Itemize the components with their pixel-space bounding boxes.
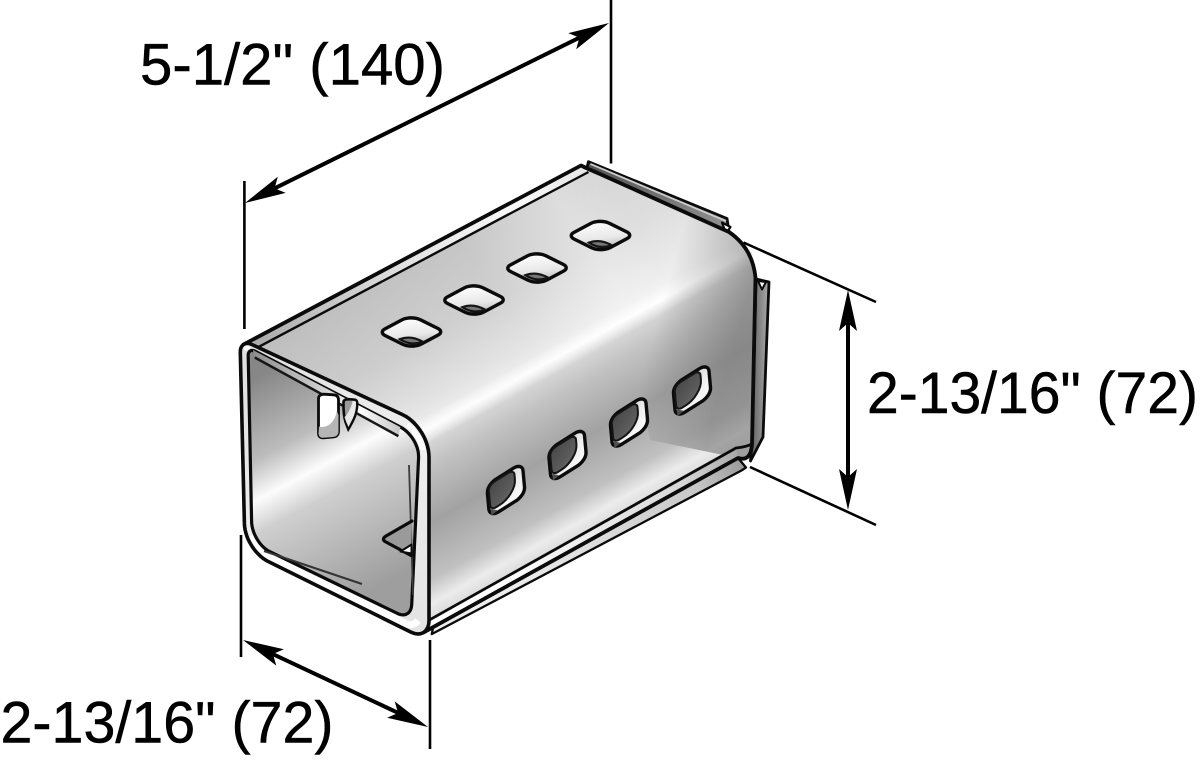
- svg-text:2-13/16" (72): 2-13/16" (72): [1, 691, 334, 756]
- svg-text:2-13/16" (72): 2-13/16" (72): [867, 361, 1198, 426]
- svg-text:5-1/2" (140): 5-1/2" (140): [140, 33, 445, 98]
